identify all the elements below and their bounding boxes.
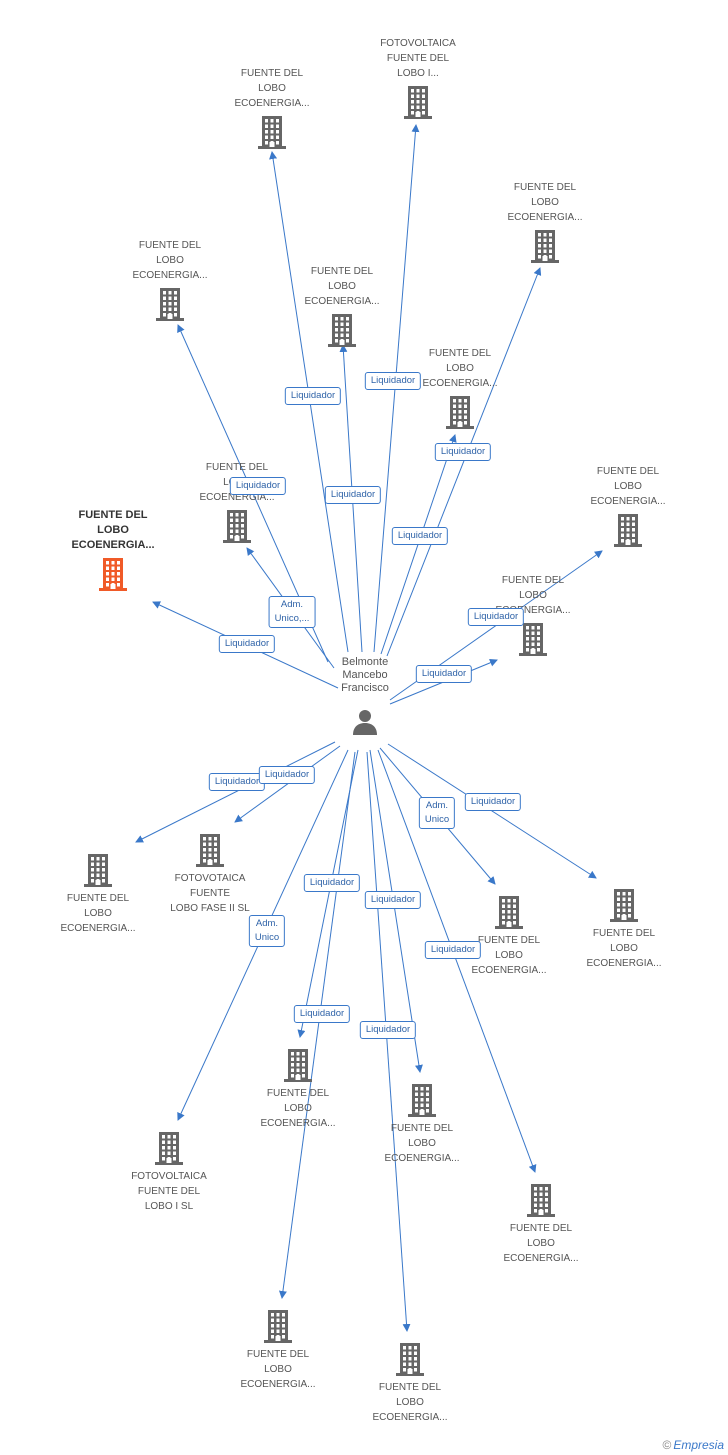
relation-label[interactable]: Liquidador xyxy=(293,1005,351,1023)
relation-label[interactable]: Liquidador xyxy=(434,443,492,461)
relation-label[interactable]: Liquidador xyxy=(284,387,342,405)
building-icon xyxy=(495,896,523,929)
company-node[interactable]: FUENTE DEL LOBO ECOENERGIA... xyxy=(182,460,292,543)
relation-label[interactable]: Liquidador xyxy=(218,635,276,653)
company-node[interactable]: FOTOVOTAICA FUENTE LOBO FASE II SL xyxy=(155,831,265,916)
building-icon xyxy=(519,623,547,656)
person-icon xyxy=(353,710,377,735)
company-node-label: FOTOVOTAICA FUENTE LOBO FASE II SL xyxy=(170,873,250,914)
building-icon xyxy=(527,1184,555,1217)
company-node-label: FUENTE DEL LOBO ECOENERGIA... xyxy=(590,466,666,507)
company-node-label: FUENTE DEL LOBO ECOENERGIA... xyxy=(71,509,155,551)
building-icon xyxy=(328,314,356,347)
company-node-label: FUENTE DEL LOBO ECOENERGIA... xyxy=(240,1349,316,1390)
company-node-label: FUENTE DEL LOBO ECOENERGIA... xyxy=(372,1382,448,1423)
building-icon xyxy=(446,396,474,429)
company-node[interactable]: FOTOVOLTAICA FUENTE DEL LOBO I SL xyxy=(114,1129,224,1214)
company-node-label: FUENTE DEL LOBO ECOENERGIA... xyxy=(586,928,662,969)
company-node[interactable]: FUENTE DEL LOBO ECOENERGIA... xyxy=(243,1046,353,1131)
company-node[interactable]: FUENTE DEL LOBO ECOENERGIA... xyxy=(478,573,588,656)
relation-label[interactable]: Liquidador xyxy=(303,874,361,892)
building-icon xyxy=(223,510,251,543)
company-node[interactable]: FUENTE DEL LOBO ECOENERGIA... xyxy=(58,508,168,591)
relation-edge xyxy=(366,751,411,1332)
company-node[interactable]: FUENTE DEL LOBO ECOENERGIA... xyxy=(486,1181,596,1266)
building-icon xyxy=(258,116,286,149)
relation-edge xyxy=(387,743,597,879)
relation-label[interactable]: Liquidador xyxy=(364,891,422,909)
relation-edge xyxy=(386,267,542,657)
building-icon xyxy=(99,558,127,591)
company-node-label: FUENTE DEL LOBO ECOENERGIA... xyxy=(234,68,310,109)
relation-label[interactable]: Liquidador xyxy=(424,941,482,959)
relation-label[interactable]: Liquidador xyxy=(229,477,287,495)
company-node-label: FUENTE DEL LOBO ECOENERGIA... xyxy=(132,240,208,281)
building-icon xyxy=(84,854,112,887)
copyright-symbol: © xyxy=(662,1438,672,1452)
company-node[interactable]: FUENTE DEL LOBO ECOENERGIA... xyxy=(217,66,327,149)
relation-label[interactable]: Adm. Unico xyxy=(418,797,456,829)
center-person-node[interactable]: Belmonte Mancebo Francisco xyxy=(325,656,405,737)
company-node-label: FUENTE DEL LOBO ECOENERGIA... xyxy=(507,182,583,223)
company-node[interactable]: FOTOVOLTAICA FUENTE DEL LOBO I... xyxy=(363,36,473,119)
relation-edge xyxy=(369,749,423,1073)
building-icon xyxy=(610,889,638,922)
building-icon xyxy=(614,514,642,547)
building-icon xyxy=(196,834,224,867)
company-node-label: FUENTE DEL LOBO ECOENERGIA... xyxy=(384,1123,460,1164)
company-node[interactable]: FUENTE DEL LOBO ECOENERGIA... xyxy=(355,1340,465,1425)
company-node[interactable]: FUENTE DEL LOBO ECOENERGIA... xyxy=(43,851,153,936)
company-node-label: FUENTE DEL LOBO ECOENERGIA... xyxy=(260,1088,336,1129)
relation-label[interactable]: Adm. Unico xyxy=(248,915,286,947)
building-icon xyxy=(284,1049,312,1082)
building-icon xyxy=(264,1310,292,1343)
company-node-label: FUENTE DEL LOBO ECOENERGIA... xyxy=(503,1223,579,1264)
relation-edge xyxy=(377,749,537,1173)
building-icon xyxy=(531,230,559,263)
relation-label[interactable]: Liquidador xyxy=(391,527,449,545)
relation-label[interactable]: Liquidador xyxy=(364,372,422,390)
company-node-label: FOTOVOLTAICA FUENTE DEL LOBO I... xyxy=(380,38,456,79)
relation-label[interactable]: Liquidador xyxy=(359,1021,417,1039)
relation-label[interactable]: Liquidador xyxy=(415,665,473,683)
building-icon xyxy=(155,1132,183,1165)
company-node-label: FUENTE DEL LOBO ECOENERGIA... xyxy=(422,348,498,389)
company-node-label: FUENTE DEL LOBO ECOENERGIA... xyxy=(495,575,571,616)
building-icon xyxy=(396,1343,424,1376)
relation-edge xyxy=(234,745,341,823)
company-node[interactable]: FUENTE DEL LOBO ECOENERGIA... xyxy=(569,886,679,971)
relation-label[interactable]: Liquidador xyxy=(467,608,525,626)
relation-label[interactable]: Liquidador xyxy=(258,766,316,784)
company-node-label: FUENTE DEL LOBO ECOENERGIA... xyxy=(471,935,547,976)
relation-edge xyxy=(278,751,356,1299)
company-node-label: FUENTE DEL LOBO ECOENERGIA... xyxy=(304,266,380,307)
brand-name: Empresia xyxy=(673,1438,724,1452)
relation-label[interactable]: Liquidador xyxy=(208,773,266,791)
relation-label[interactable]: Liquidador xyxy=(464,793,522,811)
relation-edge xyxy=(297,749,359,1038)
relation-edge xyxy=(135,741,336,843)
company-node[interactable]: FUENTE DEL LOBO ECOENERGIA... xyxy=(454,893,564,978)
building-icon xyxy=(156,288,184,321)
company-node[interactable]: FUENTE DEL LOBO ECOENERGIA... xyxy=(115,238,225,321)
relation-label[interactable]: Liquidador xyxy=(324,486,382,504)
company-node[interactable]: FUENTE DEL LOBO ECOENERGIA... xyxy=(490,180,600,263)
company-node[interactable]: FUENTE DEL LOBO ECOENERGIA... xyxy=(223,1307,333,1392)
building-icon xyxy=(408,1084,436,1117)
relation-label[interactable]: Adm. Unico,... xyxy=(268,596,316,628)
building-icon xyxy=(404,86,432,119)
company-node[interactable]: FUENTE DEL LOBO ECOENERGIA... xyxy=(367,1081,477,1166)
company-node-label: FOTOVOLTAICA FUENTE DEL LOBO I SL xyxy=(131,1171,207,1212)
footer-brand: ©Empresia xyxy=(662,1438,724,1452)
center-person-name: Belmonte Mancebo Francisco xyxy=(341,656,389,694)
company-node[interactable]: FUENTE DEL LOBO ECOENERGIA... xyxy=(573,464,683,547)
company-node-label: FUENTE DEL LOBO ECOENERGIA... xyxy=(60,893,136,934)
company-node[interactable]: FUENTE DEL LOBO ECOENERGIA... xyxy=(287,264,397,347)
company-node[interactable]: FUENTE DEL LOBO ECOENERGIA... xyxy=(405,346,515,429)
